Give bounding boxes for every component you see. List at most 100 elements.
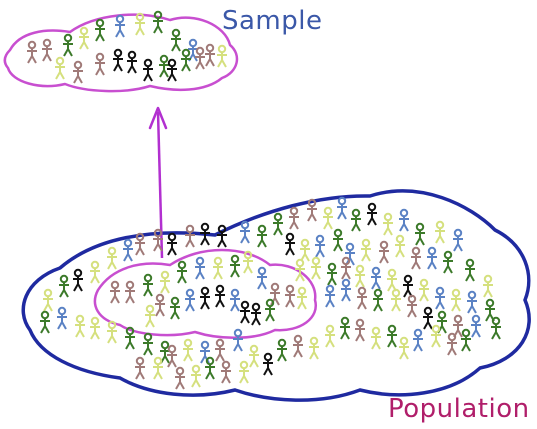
stick-figure-icon: [366, 202, 378, 226]
stick-figure-icon: [216, 44, 228, 68]
stick-figure-icon: [159, 270, 171, 294]
stick-figure-icon: [354, 264, 366, 288]
stick-figure-icon: [414, 222, 426, 246]
population-label: Population: [388, 394, 530, 424]
stick-figure-icon: [229, 288, 241, 312]
stick-figure-icon: [134, 356, 146, 380]
stick-figure-icon: [288, 206, 300, 230]
stick-figure-icon: [54, 56, 66, 80]
stick-figure-icon: [470, 314, 482, 338]
stick-figure-icon: [372, 288, 384, 312]
stick-figure-icon: [89, 316, 101, 340]
stick-figure-icon: [184, 288, 196, 312]
stick-figure-icon: [166, 344, 178, 368]
stick-figure-icon: [42, 288, 54, 312]
stick-figure-icon: [152, 10, 164, 35]
stick-figure-icon: [490, 316, 502, 340]
stick-figure-icon: [142, 273, 154, 297]
stick-figure-icon: [406, 294, 418, 318]
stick-figure-icon: [106, 320, 118, 344]
stick-figure-icon: [370, 326, 382, 350]
stick-figure-icon: [158, 54, 170, 78]
stick-figure-icon: [239, 300, 251, 324]
stick-figure-icon: [446, 332, 458, 356]
stick-figure-icon: [272, 212, 284, 236]
stick-figure-icon: [256, 224, 268, 248]
stick-figure-icon: [292, 334, 304, 358]
stick-figure-icon: [310, 256, 322, 280]
stick-figure-icon: [26, 40, 38, 64]
stick-figure-icon: [176, 260, 188, 284]
stick-figure-icon: [250, 302, 262, 326]
sample-people: [26, 10, 228, 84]
stick-figure-icon: [269, 282, 281, 306]
stick-figure-icon: [382, 212, 394, 236]
stick-figure-icon: [170, 28, 182, 52]
stick-figure-icon: [169, 296, 181, 320]
stick-figure-icon: [296, 286, 308, 310]
stick-figure-icon: [452, 228, 464, 252]
inner-sample-people: [109, 250, 308, 328]
stick-figure-icon: [39, 310, 51, 334]
stick-figure-icon: [242, 250, 254, 274]
stick-figure-icon: [94, 52, 106, 76]
stick-figure-icon: [299, 238, 311, 262]
stick-figure-icon: [238, 360, 250, 384]
stick-figure-icon: [142, 58, 154, 82]
stick-figure-icon: [58, 274, 70, 298]
stick-figure-icon: [308, 336, 320, 360]
stick-figure-icon: [314, 234, 326, 258]
stick-figure-icon: [332, 228, 344, 252]
stick-figure-icon: [434, 286, 446, 310]
stick-figure-icon: [199, 340, 211, 364]
stick-figure-icon: [184, 224, 196, 248]
stick-figure-icon: [199, 286, 211, 310]
stick-figure-icon: [220, 360, 232, 384]
stick-figure-icon: [152, 356, 164, 380]
stick-figure-icon: [450, 288, 462, 312]
stick-figure-icon: [248, 344, 260, 368]
stick-figure-icon: [262, 352, 274, 376]
stick-figure-icon: [356, 286, 368, 310]
stick-figure-icon: [418, 278, 430, 302]
stick-figure-icon: [114, 14, 126, 39]
stick-figure-icon: [410, 246, 422, 270]
stick-figure-icon: [194, 256, 206, 280]
stick-figure-icon: [126, 50, 138, 74]
stick-figure-icon: [232, 328, 244, 352]
stick-figure-icon: [74, 314, 86, 338]
stick-figure-icon: [144, 304, 156, 328]
stick-figure-icon: [56, 306, 68, 330]
stick-figure-icon: [398, 336, 410, 360]
stick-figure-icon: [390, 288, 402, 312]
stick-figure-icon: [460, 328, 472, 352]
stick-figure-icon: [256, 266, 268, 290]
stick-figure-icon: [482, 274, 494, 298]
stick-figure-icon: [239, 220, 251, 244]
stick-figure-icon: [378, 240, 390, 264]
sample-label: Sample: [222, 6, 323, 36]
stick-figure-icon: [109, 280, 121, 304]
inner-sample-cloud: [93, 248, 318, 339]
stick-figure-icon: [350, 208, 362, 232]
sample-cloud: [3, 13, 239, 93]
stick-figure-icon: [166, 232, 178, 256]
stick-figure-icon: [422, 306, 434, 330]
stick-figure-icon: [229, 254, 241, 278]
stick-figure-icon: [122, 238, 134, 262]
stick-figure-icon: [182, 338, 194, 362]
stick-figure-icon: [370, 266, 382, 290]
stick-figure-icon: [106, 246, 118, 270]
stick-figure-icon: [214, 284, 226, 308]
stick-figure-icon: [216, 224, 228, 248]
stick-figure-icon: [41, 38, 53, 62]
stick-figure-icon: [386, 268, 398, 292]
population-cloud: [21, 189, 531, 402]
stick-figure-icon: [398, 208, 410, 232]
stick-figure-icon: [72, 268, 84, 292]
stick-figure-icon: [72, 60, 84, 84]
stick-figure-icon: [340, 256, 352, 280]
stick-figure-icon: [430, 324, 442, 348]
